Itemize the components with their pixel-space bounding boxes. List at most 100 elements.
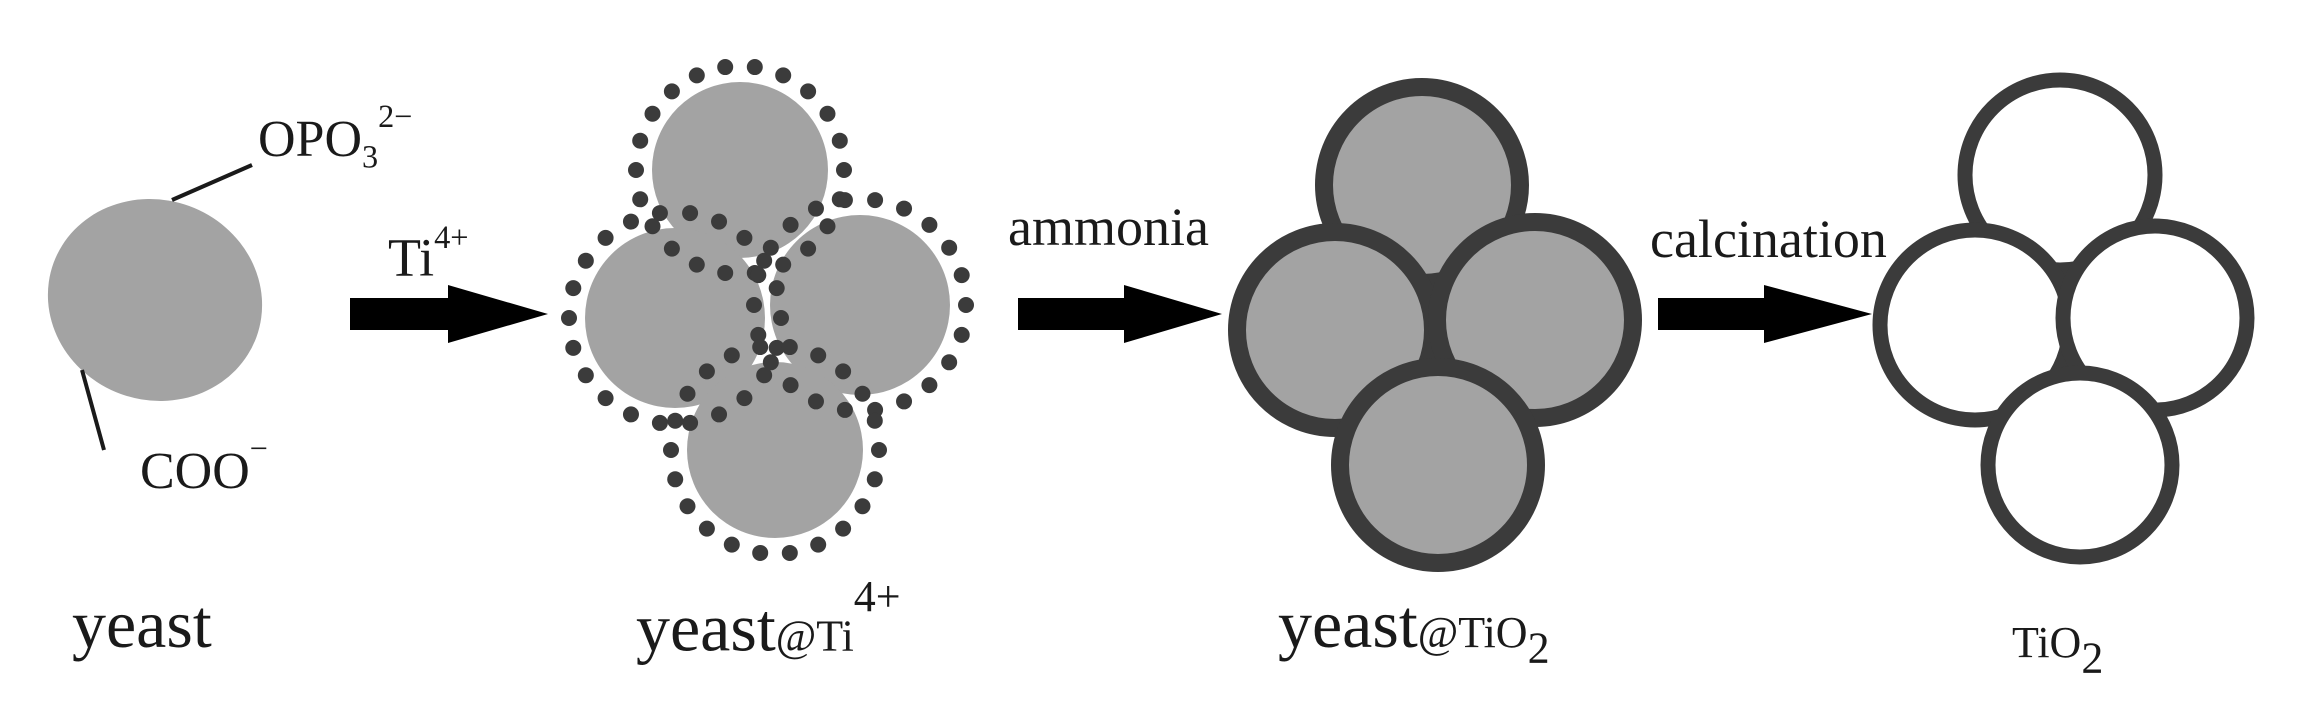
ti4-dot — [921, 216, 938, 233]
ti4-dot — [632, 132, 649, 149]
ti4-dot — [782, 216, 799, 233]
ti4-dot — [800, 240, 817, 257]
arrow-ammonia-step — [1018, 285, 1222, 343]
ti4-dot — [577, 367, 594, 384]
ti4-dot — [663, 240, 680, 257]
ti4-dot — [819, 105, 836, 122]
ti4-dot — [835, 520, 852, 537]
ti4-dot — [746, 59, 763, 76]
ti4-dot — [565, 339, 582, 356]
reagent-label-ti4: Ti4+ — [388, 220, 469, 288]
ti4-dot — [775, 67, 792, 84]
ti4-dot — [953, 326, 970, 343]
ti4-dot — [667, 412, 684, 429]
ti4-dot — [688, 256, 705, 273]
phosphate-group-label: OPO32− — [258, 98, 413, 175]
stage-label-yeast: yeast — [72, 586, 212, 662]
phosphate-group-line — [171, 163, 253, 202]
ti4-dot — [698, 520, 715, 537]
ti4-dot — [717, 264, 734, 281]
ti4-dot — [921, 377, 938, 394]
ti4-dot — [871, 442, 887, 458]
ti4-dot — [835, 363, 852, 380]
ti4-dot — [723, 536, 740, 553]
ti4-dot — [644, 218, 661, 235]
ti4-dot — [750, 326, 767, 343]
ti4-dot — [622, 213, 639, 230]
hollow-shell-4 — [1980, 365, 2180, 565]
yeast-tio2-cluster — [1228, 78, 1642, 572]
ti4-dot — [750, 267, 767, 284]
ti4-dot — [688, 67, 705, 84]
ti4-dot — [836, 162, 852, 178]
ti4-dot — [896, 200, 913, 217]
ti4-dot — [746, 297, 762, 313]
ti4-dot — [867, 192, 884, 209]
ti4-dot — [682, 414, 699, 431]
ti4-dot — [781, 339, 798, 356]
ti4-dot — [561, 310, 577, 326]
ti4-dot — [953, 267, 970, 284]
carboxylate-group-line — [80, 369, 106, 451]
ti4-dot — [597, 390, 614, 407]
ti4-dot — [698, 363, 715, 380]
ti4-dot — [807, 200, 824, 217]
ti4-dot — [644, 105, 661, 122]
ti4-dot — [854, 498, 871, 515]
ti4-dot — [800, 83, 817, 100]
ti4-dot — [762, 354, 779, 371]
ti4-dot — [622, 406, 639, 423]
ti4-dot — [577, 252, 594, 269]
ti4-dot — [736, 229, 753, 246]
ti4-dot — [711, 213, 728, 230]
arrow-ti4-step — [350, 285, 548, 343]
carboxylate-group-label: COO− — [140, 430, 268, 501]
coated-cell-4 — [1331, 358, 1545, 572]
stage-label-tio2: TiO2 — [2012, 618, 2104, 683]
ti4-dot — [736, 390, 753, 407]
cell-body-4 — [687, 362, 863, 538]
ti4-dot — [768, 280, 785, 297]
ti4-dot — [752, 544, 769, 561]
ti4-dot — [651, 414, 668, 431]
ti4-dot — [958, 297, 974, 313]
ti4-dot — [831, 132, 848, 149]
hollow-tio2-cluster — [1872, 72, 2255, 565]
yeast-ti4-cluster — [561, 59, 974, 561]
ti4-dot — [896, 393, 913, 410]
ti4-dot — [597, 229, 614, 246]
reagent-label-ammonia: ammonia — [1008, 197, 1209, 257]
yeast-cell-body — [47, 199, 263, 401]
ti4-dot — [682, 205, 699, 222]
ti4-dot — [854, 385, 871, 402]
stage-label-yeast-ti4: yeast@Ti4+ — [636, 572, 901, 666]
ti4-dot — [941, 354, 958, 371]
reagent-label-calcination: calcination — [1650, 209, 1887, 269]
ti4-dot — [782, 377, 799, 394]
ti4-dot — [807, 393, 824, 410]
ti4-dot — [679, 385, 696, 402]
ti4-dot — [756, 367, 773, 384]
ti4-dot — [775, 256, 792, 273]
ti4-dot — [866, 412, 883, 429]
stage-label-yeast-tio2: yeast@TiO2 — [1278, 586, 1550, 673]
ti4-dot — [752, 339, 769, 356]
ti4-dot — [836, 401, 853, 418]
ti4-dot — [773, 310, 789, 326]
ti4-dot — [756, 252, 773, 269]
ti4-dot — [723, 347, 740, 364]
ti4-dot — [717, 59, 734, 76]
ti4-dot — [632, 191, 649, 208]
yeast-cell — [47, 163, 263, 451]
ti4-dot — [679, 498, 696, 515]
ti4-dot — [819, 218, 836, 235]
coated-cell-3 — [1428, 213, 1642, 427]
ti4-dot — [810, 536, 827, 553]
ti4-dot — [836, 192, 853, 209]
ti4-dot — [565, 280, 582, 297]
ti4-dot — [762, 239, 779, 256]
ti4-dot — [711, 406, 728, 423]
ti4-dot — [651, 205, 668, 222]
ti4-dot — [667, 471, 684, 488]
ti4-dot — [866, 471, 883, 488]
